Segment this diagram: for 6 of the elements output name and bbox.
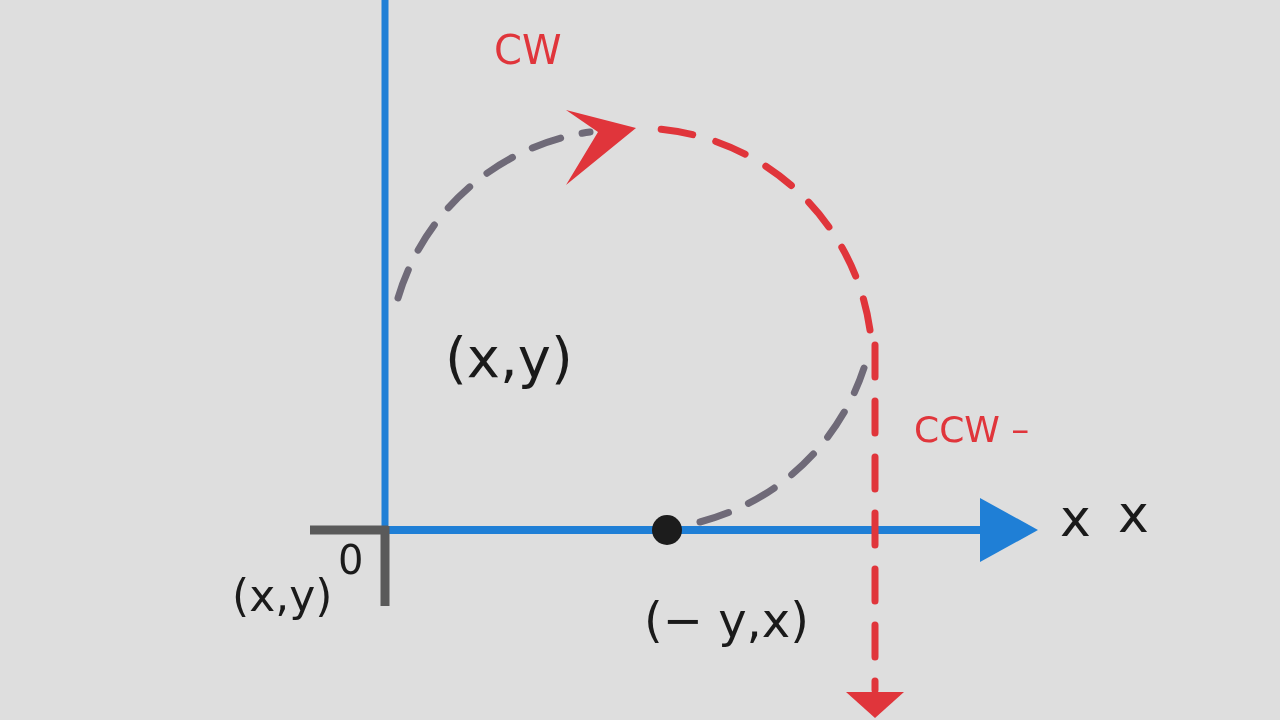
direction-label: CCW – xyxy=(914,412,1030,448)
axis-label: x xyxy=(1118,488,1149,540)
axis-label: x xyxy=(1060,492,1091,544)
direction-label: CW xyxy=(494,30,562,70)
point-label: (x,y) xyxy=(232,574,333,618)
origin-label: 0 xyxy=(338,540,364,580)
